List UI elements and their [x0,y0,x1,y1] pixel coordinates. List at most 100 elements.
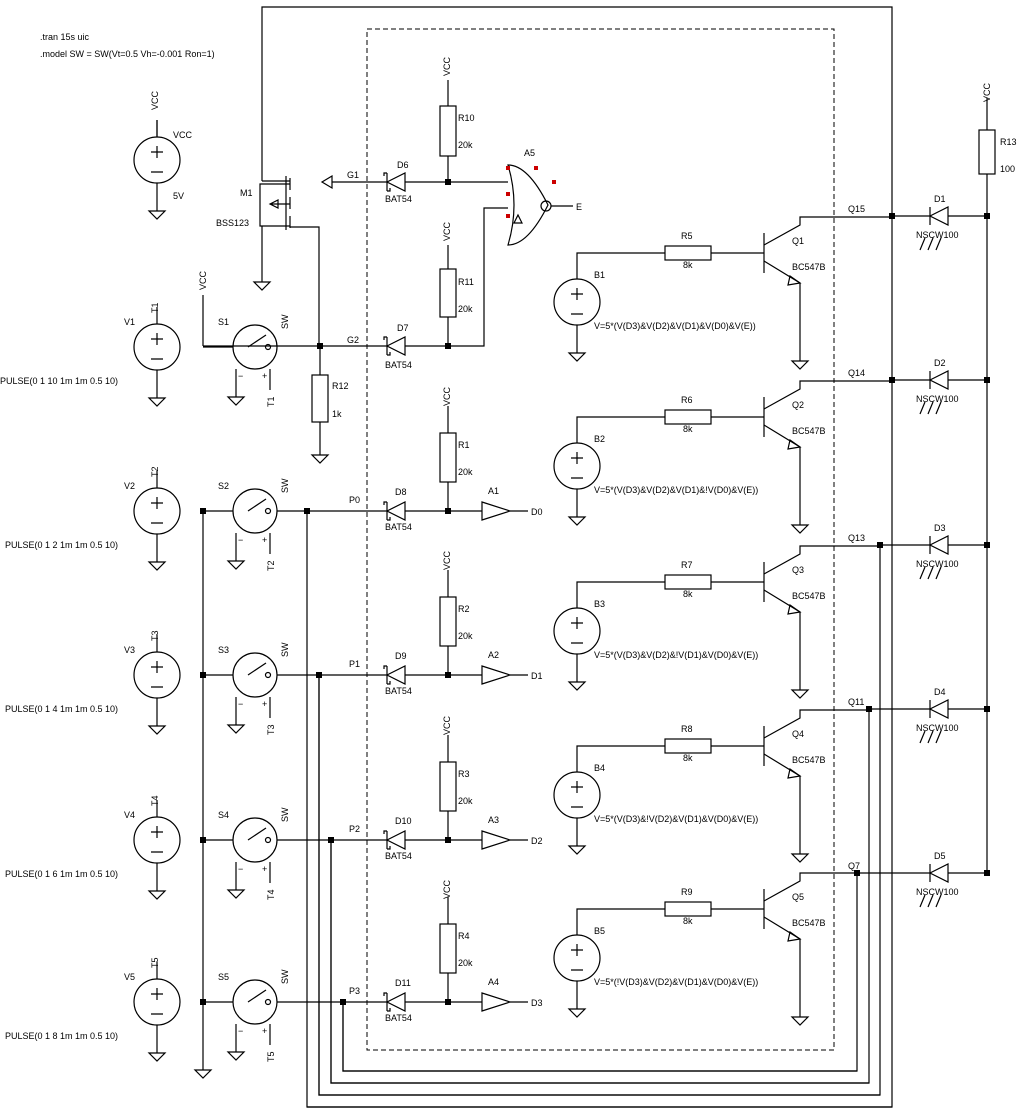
switch-3-ctrl-label: T3 [266,724,276,735]
ground-symbol [226,389,246,406]
vcc-source-symbol-signs [151,146,163,173]
q1-arrow [787,274,802,286]
led-1-body [928,206,949,226]
r6-body [664,409,712,425]
net-q11: Q11 [848,697,864,707]
r6-ref: R6 [681,395,693,405]
switch-5-minus: − [238,1026,243,1036]
q5-model: BC547B [792,918,826,928]
d7-ref: D7 [397,323,409,333]
ground-symbol [226,1044,246,1061]
d7-diode-bar [383,336,391,356]
r13-body [978,129,996,175]
ground-symbol [147,1045,167,1062]
switch-1-model: SW [280,314,290,329]
d9-ref: D9 [395,651,407,661]
ground-symbol [790,1009,810,1026]
source-2-value: PULSE(0 1 2 1m 1m 0.5 10) [5,540,118,550]
q5-collector [763,872,857,902]
mosfet-drain-wire [261,6,893,219]
net-q14: Q14 [848,368,865,378]
r7-ref: R7 [681,560,693,570]
d10-diode [385,830,406,850]
switch-4-model: SW [280,807,290,822]
led-2-rays [919,401,942,415]
bsrc-1-symbol-signs [571,288,583,315]
switch-1-blade [247,334,267,348]
switch-2-ctrl-label: T2 [266,560,276,571]
led-5-body [928,863,949,883]
bsrc-4-ref: B4 [594,763,605,773]
led-5-rays [919,894,942,908]
bsrc-3-symbol [553,607,601,655]
ground-symbol [226,553,246,570]
led-5-model: NSCW100 [916,887,959,897]
loop-q7 [342,873,858,1072]
led-3-body [928,535,949,555]
nor-gate-output: E [576,202,582,212]
buffer-a3 [481,830,512,850]
vcc-source-symbol [133,136,181,184]
model-directive: .model SW = SW(Vt=0.5 Vh=-0.001 Ron=1) [40,49,215,59]
switch-4-body [232,817,278,863]
source-3-ref: V3 [124,645,135,655]
q1-model: BC547B [792,262,826,272]
switch-3-contact [264,671,272,679]
r9-body [664,901,712,917]
q2-collector [763,380,892,410]
q3-model: BC547B [792,591,826,601]
ground-symbol [567,674,587,691]
r5-ref: R5 [681,231,693,241]
switch-4-minus: − [238,864,243,874]
mosfet-arrow [268,199,290,209]
switch-1-ctrl-label: T1 [266,396,276,407]
led-1-ref: D1 [934,194,946,204]
d8-ref: D8 [395,487,407,497]
vcc-label-r10: VCC [442,56,452,76]
source-1-symbol-signs [151,333,163,360]
q3-arrow [787,603,802,615]
switch-2-contact [264,507,272,515]
d9-model: BAT54 [385,686,412,696]
q2-arrow [787,438,802,450]
d9-diode [385,665,406,685]
q2-emitter [763,424,801,517]
switch-4-blade [247,827,267,841]
r4-value: 20k [458,958,473,968]
junction-dot [317,343,323,349]
boundary-box [366,28,835,1051]
r1-value: 20k [458,467,473,477]
d6-diode-bar [383,172,391,192]
led-4-ref: D4 [934,687,946,697]
loop-q11 [330,709,870,1084]
buffer-a1-ref: A1 [488,486,499,496]
switch-2-minus: − [238,535,243,545]
buffer-a2 [481,665,512,685]
led-1-rays [919,237,942,251]
source-2-symbol [133,487,181,535]
led-1-model: NSCW100 [916,230,959,240]
r6-value: 8k [683,424,693,434]
bsrc-2-symbol [553,442,601,490]
switch-4-plus: + [262,864,267,874]
switch-4-ref: S4 [218,810,229,820]
bsrc-1-symbol [553,278,601,326]
switch-1-minus: − [238,371,243,381]
q4-arrow [787,767,802,779]
r1-body [439,432,457,483]
feedback-loop-3 [342,1002,857,1072]
bsrc-4-symbol [553,771,601,819]
q1-emitter [763,260,801,353]
source-4-symbol [133,816,181,864]
r3-body [439,761,457,812]
junction-dot [984,706,990,712]
q1-collector [763,216,892,246]
q4-emitter [763,753,801,846]
source-2-symbol-signs [151,497,163,524]
switch-5-plus: + [262,1026,267,1036]
junction-dot [984,542,990,548]
d10-diode-bar [383,830,391,850]
r4-ref: R4 [458,931,470,941]
led-4-rays [919,730,942,744]
